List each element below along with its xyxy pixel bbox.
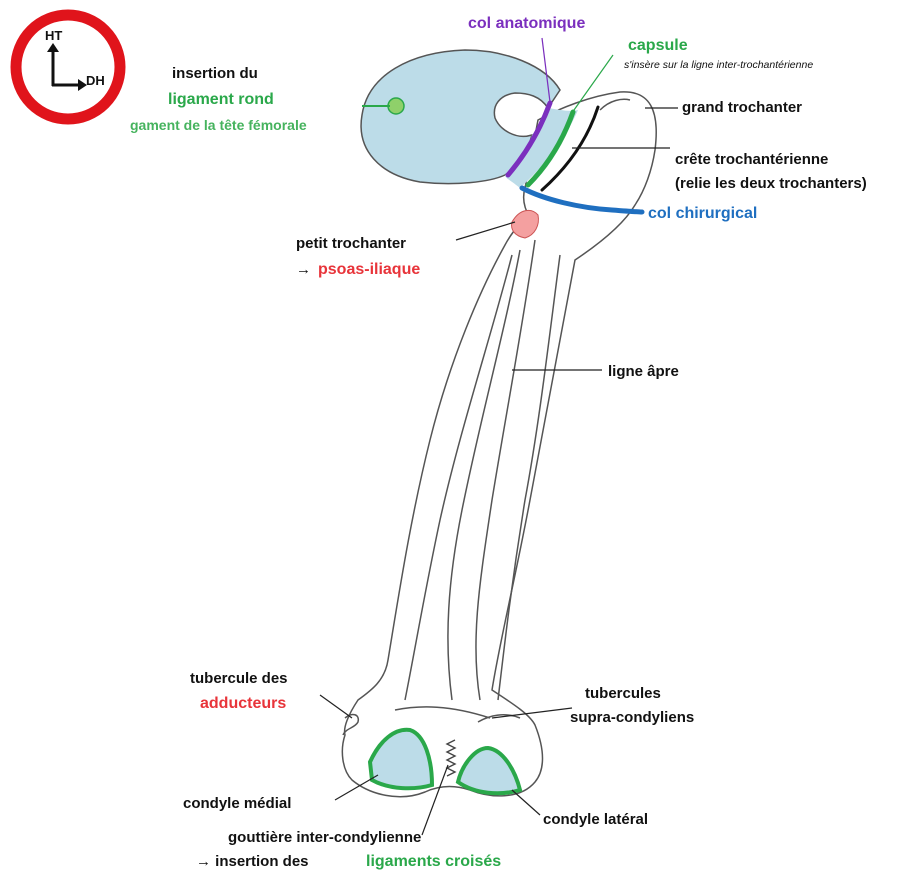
label-arrow-psoas: → xyxy=(296,261,311,278)
label-tubercules: tubercules xyxy=(585,685,661,702)
label-gouttiere: gouttière inter-condylienne xyxy=(228,829,421,846)
label-petit-trochanter: petit trochanter xyxy=(296,235,406,252)
label-capsule: capsule xyxy=(628,37,688,54)
label-condyle-lateral: condyle latéral xyxy=(543,811,648,828)
label-ligne-apre: ligne âpre xyxy=(608,363,679,380)
label-crete-line2: (relie les deux trochanters) xyxy=(675,175,867,192)
badge-right-label: DH xyxy=(86,73,105,88)
label-psoas-iliaque: psoas-iliaque xyxy=(318,261,420,278)
label-col-anatomique: col anatomique xyxy=(468,15,585,32)
label-insertion-du: insertion du xyxy=(172,65,258,82)
label-tubercule-des: tubercule des xyxy=(190,670,288,687)
label-capsule-note: s'insère sur la ligne inter-trochantérie… xyxy=(624,59,813,71)
badge-ring xyxy=(16,15,120,119)
label-ligaments-croises: ligaments croisés xyxy=(366,853,501,870)
orientation-badge: HT DH xyxy=(16,15,120,119)
leader-petit-trochanter xyxy=(456,222,515,240)
label-crete-line1: crête trochantérienne xyxy=(675,151,828,168)
label-grand-trochanter: grand trochanter xyxy=(682,99,802,116)
label-arrow-insertion: → insertion des xyxy=(196,853,309,870)
ligament-rond-dot xyxy=(388,98,404,114)
label-col-chirurgical: col chirurgical xyxy=(648,205,757,222)
leader-tubercule-adducteurs xyxy=(320,695,352,718)
label-condyle-medial: condyle médial xyxy=(183,795,291,812)
badge-up-label: HT xyxy=(45,28,62,43)
label-adducteurs: adducteurs xyxy=(200,695,286,712)
label-ligament-tete-femorale: gament de la tête fémorale xyxy=(130,117,307,133)
leader-condyle-lateral xyxy=(512,790,540,815)
label-ligament-rond: ligament rond xyxy=(168,91,274,108)
label-supra-condyliens: supra-condyliens xyxy=(570,709,694,726)
